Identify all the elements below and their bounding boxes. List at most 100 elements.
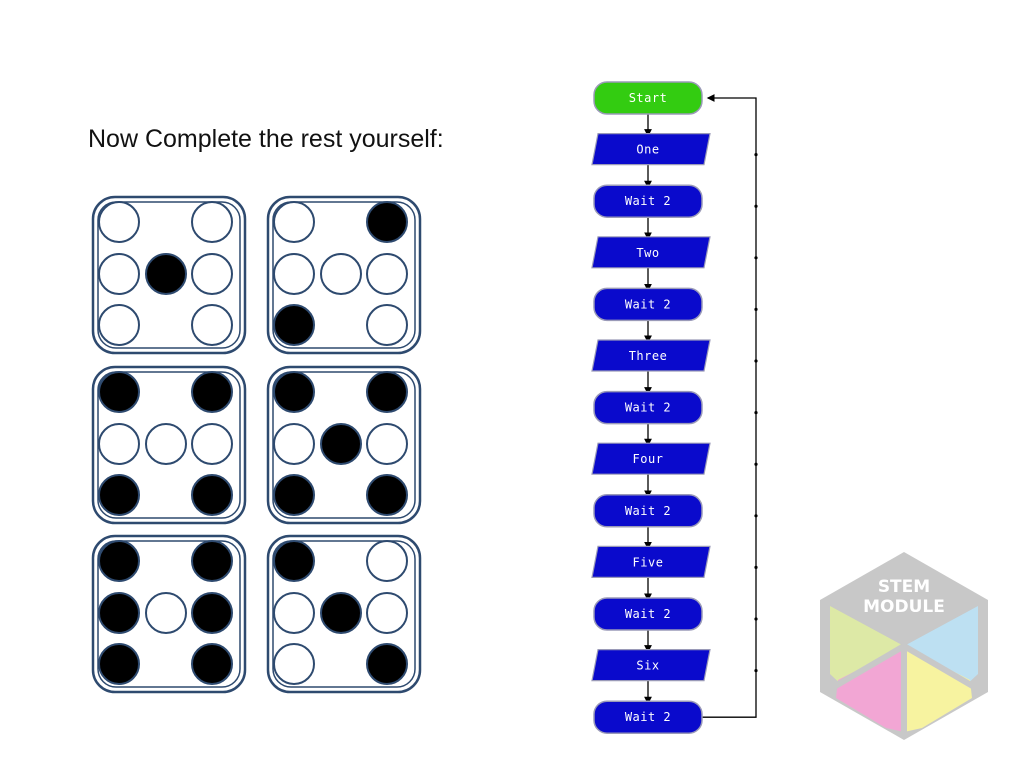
flow-node-label: Two (636, 246, 659, 260)
loop-junction (754, 204, 758, 208)
flow-node-label: Wait 2 (625, 297, 671, 311)
pip-filled (98, 592, 140, 634)
pip-filled (273, 304, 315, 346)
pip-filled (191, 643, 233, 685)
pip-empty (273, 201, 315, 243)
pip-filled (191, 540, 233, 582)
pip-filled (273, 474, 315, 516)
badge-pink-segment (836, 646, 904, 732)
flow-node-output: Two (591, 236, 711, 269)
flow-node-label: Wait 2 (625, 194, 671, 208)
node-shape (591, 545, 711, 579)
loop-junction (754, 359, 758, 363)
flow-node-output: One (591, 133, 711, 166)
loop-junction (754, 669, 758, 673)
flow-node-label: Wait 2 (625, 607, 671, 621)
flow-node-label: Five (633, 555, 664, 569)
pip-empty (366, 253, 408, 295)
node-shape (591, 339, 711, 372)
pip-filled (366, 371, 408, 413)
node-shape (591, 648, 711, 682)
pip-empty (191, 253, 233, 295)
node-shape (591, 236, 711, 269)
pip-empty (273, 423, 315, 465)
flow-node-label: One (636, 143, 659, 157)
pip-filled (366, 474, 408, 516)
node-shape (591, 442, 711, 475)
die-one (91, 195, 247, 355)
pip-empty (145, 423, 187, 465)
pip-filled (191, 371, 233, 413)
loop-junction (754, 307, 758, 311)
pip-filled (98, 643, 140, 685)
die-frame-inner (272, 371, 416, 519)
badge-divider (830, 643, 906, 691)
flow-node-output: Four (591, 442, 711, 475)
badge-line2: MODULE (863, 597, 945, 617)
flow-node-label: Wait 2 (625, 710, 671, 724)
flow-node-process: Wait 2 (593, 287, 703, 322)
flow-node-label: Three (629, 349, 668, 363)
pip-filled (366, 643, 408, 685)
flow-node-process: Wait 2 (593, 597, 703, 631)
badge-line1: STEM (878, 577, 930, 597)
pip-empty (273, 643, 315, 685)
die-frame-inner (97, 371, 241, 519)
pip-empty (366, 304, 408, 346)
flow-node-process: Wait 2 (593, 390, 703, 425)
loop-junction (754, 617, 758, 621)
flow-node-label: Wait 2 (625, 504, 671, 518)
pip-filled (191, 474, 233, 516)
node-shape (593, 494, 703, 528)
node-shape (593, 81, 703, 115)
stem-module-badge: STEM MODULE (820, 552, 988, 740)
node-shape (593, 287, 703, 322)
pip-empty (366, 423, 408, 465)
node-shape (593, 390, 703, 425)
pip-empty (98, 423, 140, 465)
pip-filled (145, 253, 187, 295)
die-frame-inner (272, 540, 416, 688)
pip-empty (320, 253, 362, 295)
node-shape (593, 184, 703, 218)
die-frame-inner (272, 201, 416, 349)
pip-filled (98, 371, 140, 413)
pip-filled (273, 371, 315, 413)
die-frame-inner (97, 201, 241, 349)
pip-empty (145, 592, 187, 634)
node-shape (593, 597, 703, 631)
pip-empty (273, 592, 315, 634)
pip-empty (366, 592, 408, 634)
node-shape (593, 700, 703, 734)
die-two (266, 195, 422, 355)
pip-empty (98, 201, 140, 243)
die-four (266, 365, 422, 525)
loop-junction (754, 462, 758, 466)
pip-filled (320, 423, 362, 465)
die-frame-inner (97, 540, 241, 688)
die-six (266, 534, 422, 694)
flow-node-process: Wait 2 (593, 700, 703, 734)
die-five (91, 534, 247, 694)
flow-node-output: Five (591, 545, 711, 579)
loop-junction (754, 514, 758, 518)
badge-divider (902, 643, 978, 691)
pip-filled (273, 540, 315, 582)
pip-empty (98, 304, 140, 346)
instruction-heading: Now Complete the rest yourself: (88, 125, 444, 153)
flow-node-process: Wait 2 (593, 184, 703, 218)
loop-back-connector (700, 94, 757, 718)
pip-empty (98, 253, 140, 295)
flow-node-label: Wait 2 (625, 401, 671, 415)
pip-empty (191, 423, 233, 465)
flow-node-output: Six (591, 648, 711, 682)
pip-filled (98, 540, 140, 582)
flow-node-label: Start (629, 91, 668, 105)
pip-filled (98, 474, 140, 516)
loop-junction (754, 411, 758, 415)
loop-junction (754, 153, 758, 157)
pip-empty (273, 253, 315, 295)
pip-empty (191, 201, 233, 243)
